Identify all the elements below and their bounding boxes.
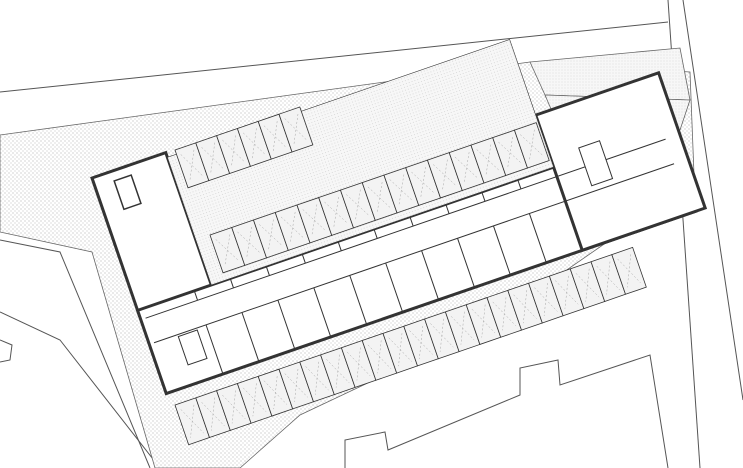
room-wall: [421, 250, 440, 300]
parking-stall: [513, 122, 550, 169]
room-wall: [301, 253, 306, 264]
parking-stall: [278, 106, 314, 153]
room-wall: [349, 275, 368, 325]
room-wall: [373, 228, 378, 239]
parking-row: [174, 246, 647, 446]
room-wall: [193, 290, 199, 301]
room-wall: [481, 191, 486, 202]
rooms: [193, 179, 547, 375]
parking-row: [174, 106, 314, 189]
room-wall: [265, 265, 270, 276]
room-wall: [409, 216, 414, 227]
east-block: [533, 70, 708, 253]
room-wall: [528, 213, 547, 263]
room-wall: [445, 204, 450, 214]
room-wall: [337, 241, 342, 251]
stair-west: [177, 329, 208, 366]
room-wall: [229, 278, 234, 289]
room-wall: [313, 287, 332, 338]
room-wall: [241, 312, 260, 362]
parking: [174, 106, 647, 446]
room-wall: [517, 179, 522, 190]
elevator: [113, 174, 142, 211]
stair-east: [578, 140, 614, 187]
parking-row: [209, 122, 550, 274]
room-wall: [457, 238, 475, 288]
room-wall: [492, 225, 511, 276]
room-wall: [277, 299, 296, 350]
room-wall: [205, 324, 224, 375]
room-wall: [385, 262, 404, 313]
